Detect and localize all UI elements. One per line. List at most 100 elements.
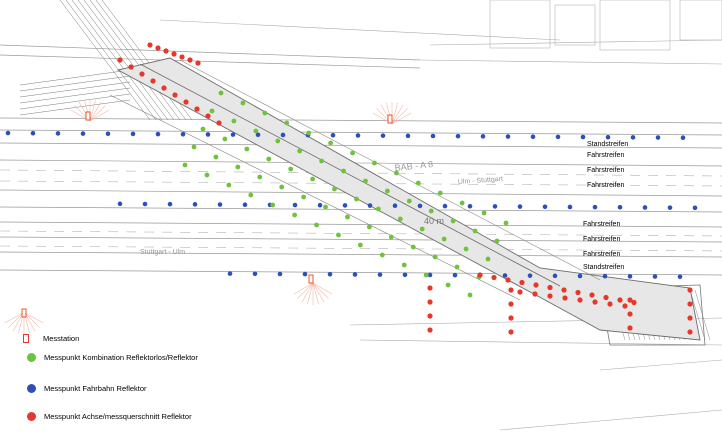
combo-reflector-point bbox=[328, 140, 334, 146]
combo-reflector-point bbox=[345, 214, 350, 220]
road-reflector-point bbox=[652, 274, 658, 279]
carriageway-edge bbox=[0, 117, 722, 124]
axis-reflector-point bbox=[519, 279, 525, 286]
road-reflector-point bbox=[105, 131, 111, 137]
carriageway-edge bbox=[0, 221, 722, 228]
road-reflector-point bbox=[377, 272, 383, 277]
station-sightline bbox=[312, 282, 333, 295]
combo-reflector-point bbox=[354, 196, 359, 202]
axis-reflector-point bbox=[687, 301, 693, 307]
lane-label: Fahrstreifen bbox=[587, 167, 625, 174]
lane-label: Fahrstreifen bbox=[587, 182, 625, 189]
axis-reflector-point bbox=[508, 329, 514, 335]
road-reflector-point bbox=[392, 203, 398, 209]
station-sightline bbox=[312, 282, 319, 305]
road-reflector-point bbox=[517, 204, 523, 209]
measuring-station-marker bbox=[21, 308, 27, 318]
rail-track bbox=[19, 87, 131, 104]
axis-reflector-point bbox=[179, 54, 185, 60]
combo-reflector-point bbox=[363, 178, 368, 184]
road-reflector-point bbox=[655, 135, 661, 140]
local-road-edge bbox=[599, 359, 722, 371]
road-reflector-point bbox=[367, 203, 373, 208]
combo-reflector-point bbox=[323, 204, 328, 210]
local-road-edge bbox=[159, 19, 561, 41]
carriageway-edge bbox=[0, 206, 722, 213]
measuring-station-marker bbox=[85, 111, 91, 121]
combo-reflector-point bbox=[372, 160, 377, 166]
road-reflector-point bbox=[352, 272, 358, 277]
road-name-label: BAB - A 8 bbox=[394, 159, 433, 173]
road-reflector-point bbox=[617, 204, 623, 210]
combo-reflector-point bbox=[388, 234, 394, 240]
combo-reflector-point bbox=[319, 158, 325, 164]
combo-reflector-point bbox=[437, 190, 443, 196]
local-road-edge bbox=[359, 339, 722, 346]
axis-reflector-point bbox=[561, 287, 567, 293]
lane-label: Fahrstreifen bbox=[583, 221, 621, 228]
axis-reflector-point bbox=[147, 42, 153, 48]
axis-reflector-point bbox=[150, 78, 156, 84]
combo-reflector-point bbox=[284, 120, 290, 126]
station-sightline bbox=[391, 104, 404, 125]
combo-reflector-point bbox=[428, 208, 434, 214]
rail-track bbox=[19, 75, 131, 92]
combo-reflector-point bbox=[218, 90, 224, 96]
axis-reflector-point bbox=[155, 45, 161, 51]
road-reflector-point bbox=[5, 130, 11, 136]
combo-reflector-point bbox=[213, 154, 219, 160]
axis-reflector-point bbox=[577, 297, 583, 303]
combo-reflector-point bbox=[423, 272, 429, 278]
combo-reflector-point bbox=[384, 188, 390, 194]
road-reflector-point bbox=[492, 204, 498, 209]
combo-reflector-point bbox=[257, 174, 263, 180]
axis-reflector-point bbox=[187, 57, 193, 63]
station-sightline bbox=[301, 282, 314, 303]
combo-reflector-point bbox=[222, 136, 228, 142]
station-sightline bbox=[8, 311, 25, 328]
road-reflector-point bbox=[592, 204, 598, 210]
building-outline bbox=[489, 0, 551, 49]
road-reflector-point bbox=[355, 133, 361, 138]
combo-reflector-point bbox=[275, 138, 281, 144]
axis-reflector-point bbox=[205, 113, 211, 119]
station-sightline bbox=[293, 282, 314, 295]
road-reflector-point bbox=[230, 132, 236, 137]
axis-reflector-point bbox=[163, 48, 169, 54]
rail-track bbox=[95, 0, 187, 121]
road-reflector-point bbox=[430, 133, 436, 139]
combo-reflector-point bbox=[336, 232, 341, 238]
combo-reflector-point bbox=[467, 292, 473, 298]
combo-reflector-point bbox=[200, 126, 206, 132]
combo-reflector-point bbox=[432, 254, 438, 260]
axis-reflector-point bbox=[617, 297, 623, 303]
road-reflector-point bbox=[527, 273, 533, 278]
combo-reflector-point bbox=[297, 148, 303, 154]
road-reflector-point bbox=[155, 131, 161, 137]
station-sightline bbox=[89, 109, 110, 122]
combo-reflector-point bbox=[191, 144, 197, 150]
axis-reflector-point bbox=[139, 71, 145, 77]
combo-reflector-point bbox=[410, 244, 416, 250]
station-sightline bbox=[297, 282, 314, 299]
axis-reflector-point bbox=[427, 327, 433, 333]
axis-reflector-point bbox=[171, 51, 177, 57]
road-reflector-point bbox=[405, 133, 411, 139]
axis-reflector-point bbox=[427, 285, 433, 291]
carriageway-edge bbox=[0, 159, 722, 167]
combo-reflector-point bbox=[441, 236, 447, 242]
axis-reflector-point bbox=[592, 299, 598, 305]
rail-track bbox=[59, 0, 151, 121]
road-reflector-point bbox=[452, 272, 458, 278]
carriageway-edge bbox=[0, 129, 722, 136]
axis-reflector-point bbox=[687, 315, 693, 321]
axis-reflector-point bbox=[508, 287, 514, 293]
linework-layer bbox=[0, 0, 722, 431]
measuring-station-marker bbox=[387, 114, 393, 124]
axis-reflector-point bbox=[183, 99, 189, 105]
combo-reflector-point bbox=[454, 264, 460, 270]
building-outline bbox=[554, 4, 596, 46]
axis-reflector-point bbox=[562, 295, 568, 301]
combo-reflector-point bbox=[231, 118, 237, 124]
